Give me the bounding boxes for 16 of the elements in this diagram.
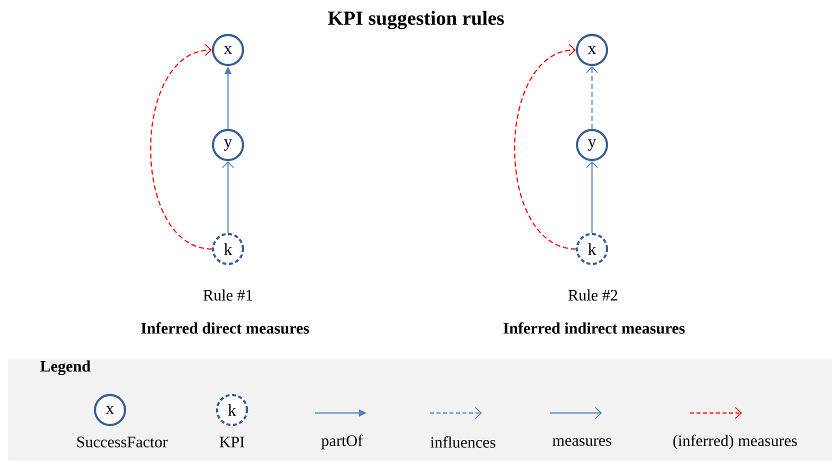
rule-caption: Rule #2: [568, 289, 618, 301]
legend-label: SuccessFactor: [77, 436, 168, 448]
title: KPI suggestion rules: [328, 10, 504, 30]
inferred-arrow: [150, 44, 212, 250]
legend-label: (inferred) measures: [673, 434, 797, 450]
arrow: [586, 161, 598, 233]
legend-label: influences: [430, 436, 496, 448]
legend-label: partOf: [321, 434, 363, 450]
inferred-arrow: [514, 44, 576, 250]
rule-caption: Rule #1: [203, 289, 252, 301]
legend-label: measures: [552, 438, 612, 446]
rule-title: Inferred indirect measures: [503, 322, 685, 334]
arrow: [586, 66, 598, 129]
arrow: [222, 161, 234, 233]
rule-title: Inferred direct measures: [141, 322, 310, 334]
legend-label: KPI: [220, 436, 244, 448]
